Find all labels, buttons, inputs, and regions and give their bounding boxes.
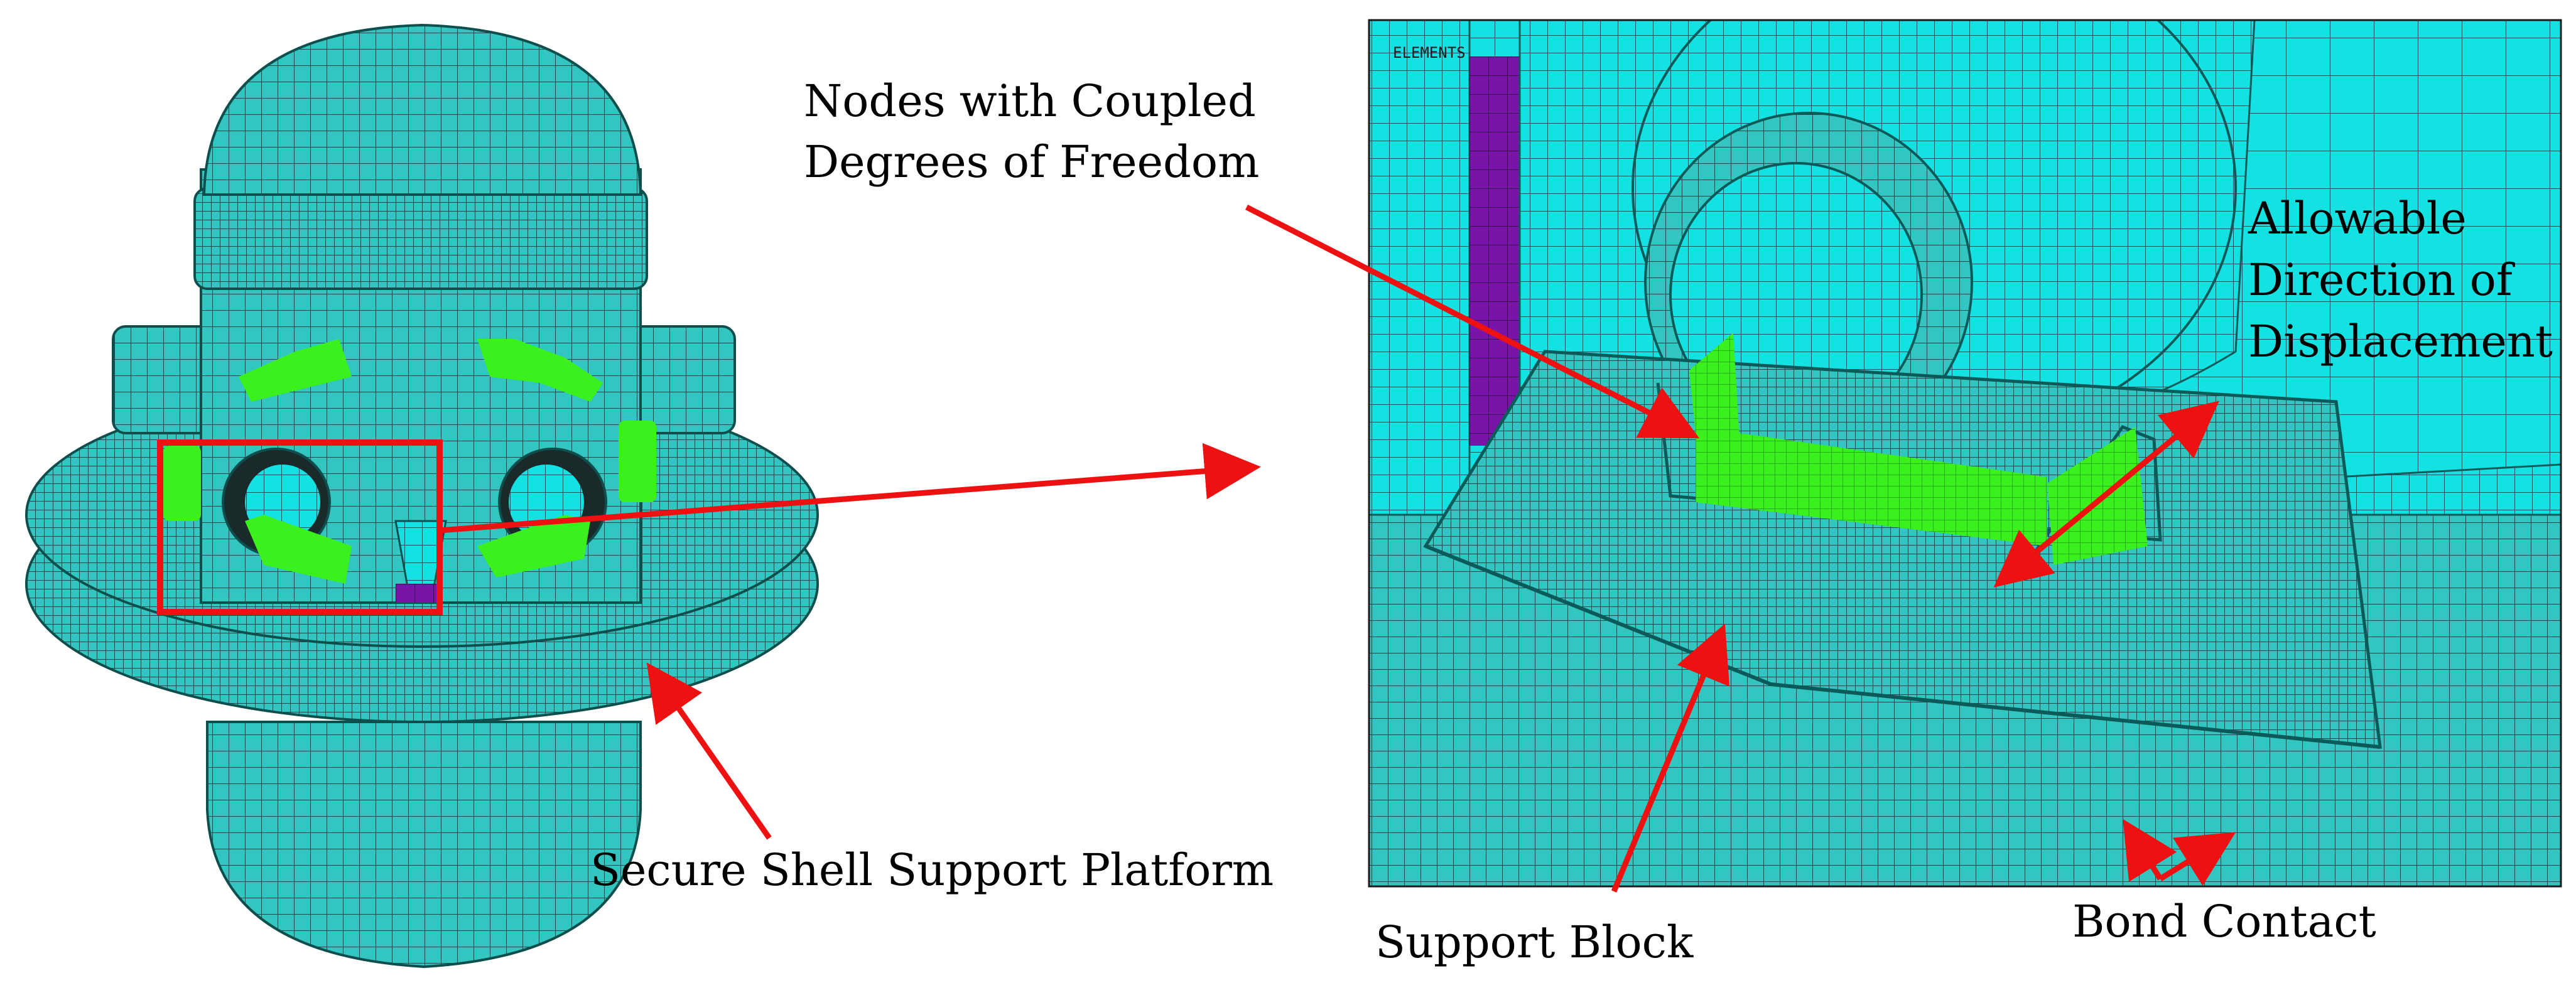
platform-arrow <box>646 662 772 840</box>
detail-view-frame <box>1368 19 2562 888</box>
coupled-nodes-arrow <box>1245 204 1700 439</box>
allowable-label-line3: Displacement <box>2248 316 2553 367</box>
annotation-labels: Nodes with Coupled Degrees of Freedom Al… <box>590 75 2553 968</box>
allowable-label-line1: Allowable <box>2248 193 2467 244</box>
bond-contact-label: Bond Contact <box>2072 896 2376 947</box>
annotation-arrows <box>439 204 2236 893</box>
elements-tag: ELEMENTS <box>1393 44 1466 62</box>
coupled-node-sets-left-view <box>163 339 656 584</box>
allowable-label-line2: Direction of <box>2248 254 2516 306</box>
head-ring <box>193 187 648 290</box>
upper-dome <box>202 23 642 196</box>
lower-dome <box>206 721 642 969</box>
detail-view: ELEMENTS <box>1369 20 2561 886</box>
coupled-nodes-label-line1: Nodes with Coupled <box>804 75 1256 127</box>
bond-contact-arrow-2 <box>2158 832 2236 886</box>
support-block-label: Support Block <box>1375 917 1694 968</box>
displacement-arrow <box>1993 401 2219 588</box>
platform-label: Secure Shell Support Platform <box>590 844 1274 896</box>
coupled-nodes-label-line2: Degrees of Freedom <box>804 136 1259 188</box>
zoom-region-box <box>157 439 443 615</box>
zoom-arrow <box>439 443 1261 534</box>
support-block-arrow <box>1611 623 1729 893</box>
full-model-view <box>25 23 819 969</box>
bond-contact-arrow-1 <box>2123 819 2177 882</box>
